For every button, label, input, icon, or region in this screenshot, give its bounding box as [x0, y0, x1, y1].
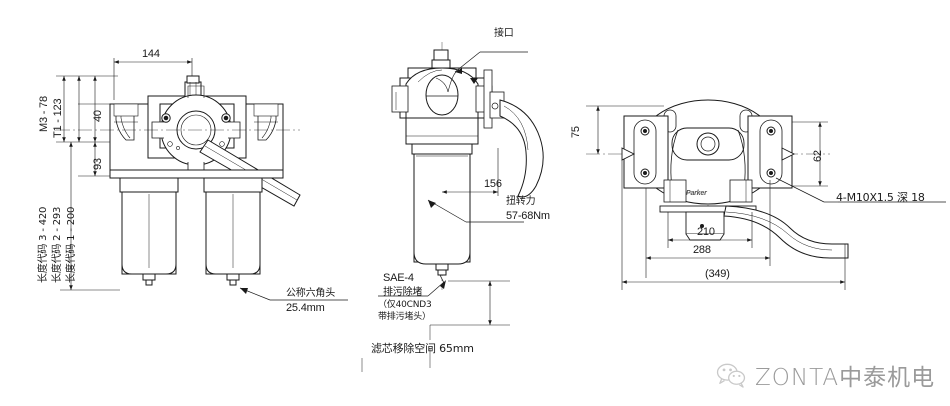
dim-label-156: 156 — [484, 178, 502, 190]
port-label: 接口 — [494, 28, 514, 39]
dim-label-210: 210 — [697, 226, 715, 238]
dim-label-288: 288 — [693, 244, 711, 256]
length-code-1-label: 长度代码 1 - 200 — [66, 206, 77, 283]
torque-note-line2: 57-68Nm — [506, 210, 550, 222]
dim-62 — [792, 121, 828, 187]
wechat-account-banner: ZONTA中泰机电 — [700, 344, 950, 406]
element-clearance-note: 滤芯移除空间 65mm — [371, 342, 474, 355]
dim-156 — [442, 148, 499, 196]
thread-spec-note: 4-M10X1.5 深 18 — [836, 191, 925, 204]
hex-head-note-line2: 25.4mm — [286, 302, 325, 314]
dim-label-t1-123: T1 - 123 — [52, 98, 64, 138]
dim-label-144: 144 — [142, 48, 160, 60]
wechat-icon — [716, 363, 746, 388]
hex-head-note-line1: 公称六角头 — [286, 288, 335, 299]
left-front-view — [56, 58, 348, 301]
drain-note-line1: 排污除堵 — [383, 287, 423, 298]
dim-144 — [113, 58, 193, 100]
dim-75 — [586, 105, 664, 154]
right-top-view — [586, 99, 946, 290]
length-code-2-label: 长度代码 2 - 293 — [52, 206, 63, 283]
drain-note-line2: （仅40CND3 — [378, 300, 432, 310]
dim-label-62: 62 — [812, 150, 824, 162]
dim-label-40: 40 — [92, 110, 104, 122]
dim-clearance-65 — [429, 280, 510, 368]
wechat-account-name: ZONTA中泰机电 — [755, 365, 936, 391]
drain-note-line3: 带排污堵头） — [378, 312, 431, 322]
torque-note-line1: 扭转力 — [506, 196, 536, 207]
dim-label-m3-78: M3 - 78 — [38, 96, 50, 132]
length-code-3-label: 长度代码 3 - 420 — [38, 206, 49, 283]
dim-label-349: (349) — [705, 268, 730, 280]
sae-4-label: SAE-4 — [383, 272, 414, 284]
dim-label-93: 93 — [92, 158, 104, 170]
dim-label-75: 75 — [570, 126, 582, 138]
dim-stack-bottom — [621, 160, 846, 290]
parker-brand-mark: Parker — [686, 190, 707, 197]
dim-vertical-stack — [56, 75, 160, 291]
middle-side-view — [361, 42, 544, 372]
